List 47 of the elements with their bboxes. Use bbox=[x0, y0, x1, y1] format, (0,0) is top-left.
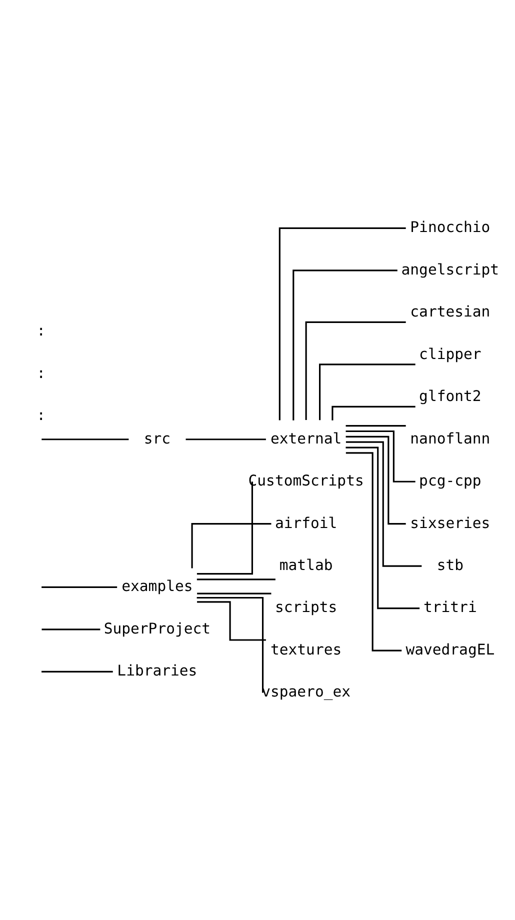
connector bbox=[305, 320, 406, 420]
connector bbox=[196, 578, 276, 580]
connector bbox=[42, 586, 118, 588]
node-text: stb bbox=[436, 556, 464, 574]
connector bbox=[346, 452, 402, 651]
node-text: wavedragEL bbox=[406, 640, 495, 658]
node-text: CustomScripts bbox=[248, 472, 364, 490]
node-text: clipper bbox=[419, 345, 482, 362]
node-text: Libraries bbox=[117, 662, 198, 680]
node-text: vspaero_ex bbox=[262, 683, 351, 700]
node-text: nanoflann bbox=[410, 430, 490, 447]
node-text: matlab bbox=[279, 556, 333, 574]
connector bbox=[292, 269, 398, 420]
node-text: Pinocchio bbox=[410, 218, 490, 236]
connector bbox=[346, 446, 420, 609]
node-text: examples bbox=[122, 578, 193, 595]
node-text: SuperProject bbox=[104, 620, 211, 637]
connector bbox=[42, 670, 113, 672]
node-text: tritri bbox=[424, 598, 477, 616]
connector bbox=[346, 424, 406, 426]
node-text: cartesian bbox=[410, 303, 490, 320]
label: : bbox=[36, 406, 46, 424]
connector bbox=[332, 405, 416, 420]
connector bbox=[278, 226, 406, 420]
connector bbox=[346, 440, 422, 566]
node-text: external bbox=[270, 430, 342, 447]
node-text: scripts bbox=[274, 598, 338, 616]
connector bbox=[191, 522, 272, 568]
connector bbox=[197, 592, 272, 594]
label: : bbox=[36, 322, 46, 340]
node-text: pcg-cpp bbox=[419, 472, 482, 490]
connector bbox=[196, 481, 254, 574]
connector bbox=[346, 430, 416, 482]
connector bbox=[346, 435, 406, 524]
connector bbox=[42, 628, 100, 630]
node-text: angelscript bbox=[401, 260, 500, 278]
connector bbox=[197, 600, 266, 640]
connector bbox=[196, 596, 264, 692]
connector bbox=[42, 438, 129, 440]
node-text: glfont2 bbox=[419, 388, 482, 405]
connector bbox=[186, 438, 266, 440]
node-text: textures bbox=[270, 640, 342, 658]
label: : bbox=[36, 364, 46, 382]
node-text: airfoil bbox=[274, 514, 338, 532]
node-text: sixseries bbox=[410, 514, 490, 532]
connector bbox=[319, 363, 416, 420]
node-text: src bbox=[144, 430, 171, 447]
